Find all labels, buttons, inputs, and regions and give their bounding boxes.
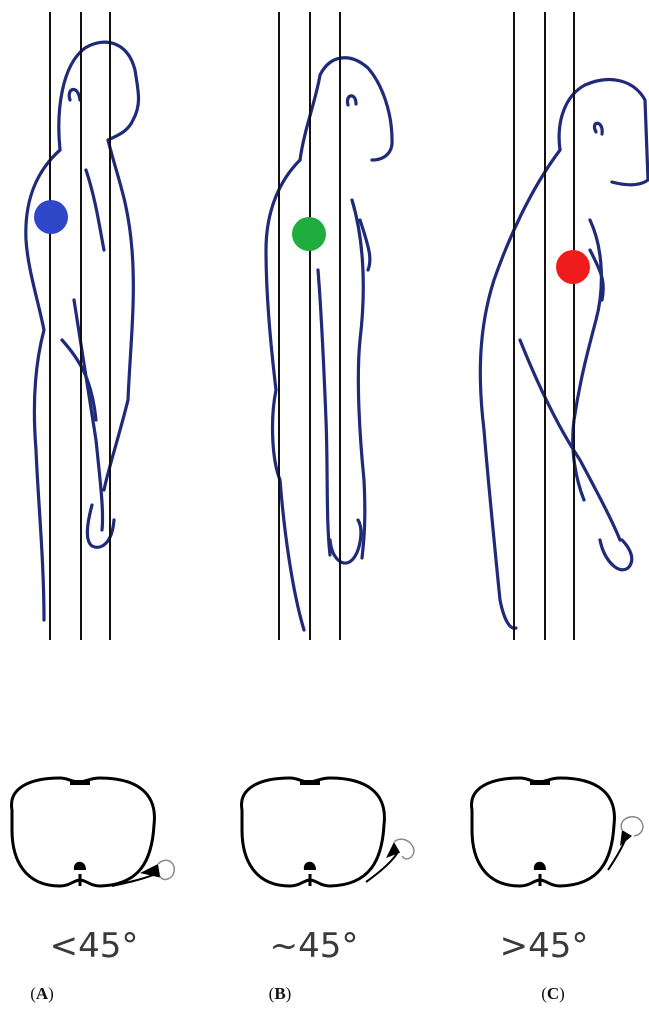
figure-a-upright-posture <box>26 42 139 620</box>
panel-label-c: (C) <box>523 984 583 1004</box>
panel-letter-a: A <box>36 984 48 1003</box>
shoulder-marker-a <box>34 200 68 234</box>
thorax-section-a <box>12 778 175 886</box>
panel-letter-b: B <box>274 984 285 1003</box>
shoulder-marker-b <box>292 217 326 251</box>
thorax-section-b <box>242 778 414 886</box>
angle-label-c: >45° <box>474 926 614 966</box>
shoulder-marker-c <box>556 250 590 284</box>
panel-label-b: (B) <box>250 984 310 1004</box>
panel-label-a: (A) <box>12 984 72 1004</box>
figure-c-hunched-posture <box>480 80 648 629</box>
angle-label-b: ~45° <box>244 926 384 966</box>
thorax-section-c <box>472 778 643 886</box>
figure-b-forward-posture <box>266 58 392 630</box>
angle-label-a: <45° <box>24 926 164 966</box>
panel-letter-c: C <box>547 984 559 1003</box>
